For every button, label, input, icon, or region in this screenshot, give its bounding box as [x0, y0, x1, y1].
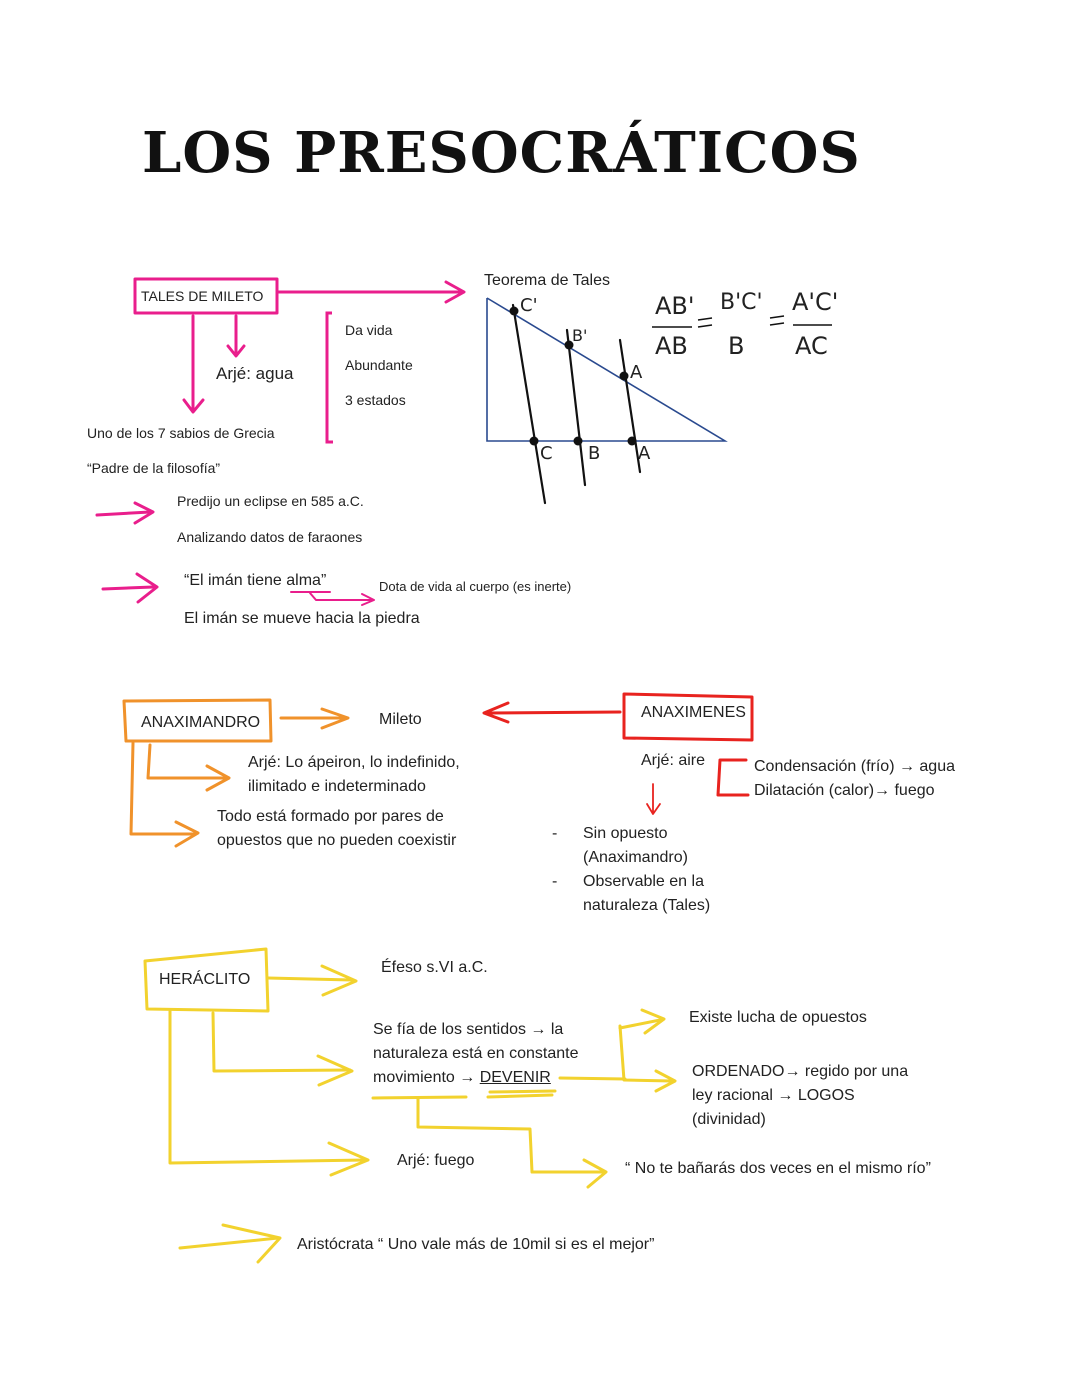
heraclito-to-sentidos-arrow — [211, 1011, 352, 1073]
tales-prop-abundante: Abundante — [345, 357, 413, 373]
tales-prop-da-vida: Da vida — [345, 322, 393, 338]
anaximenes-arje: Arjé: aire — [641, 752, 706, 769]
tales-iman: “El imán tiene alma” — [184, 572, 327, 589]
heraclito-ordenado-3: (divinidad) — [692, 1111, 766, 1128]
iman-arrow-icon — [101, 585, 155, 591]
tales-eclipse: Predijo un eclipse en 585 a.C. — [177, 493, 364, 509]
heraclito-to-arje-arrow — [168, 1009, 367, 1165]
branch-to-lucha-arrow — [618, 1018, 662, 1030]
aristocrata-arrow-icon — [178, 1236, 280, 1250]
anaximenes-dilatacion: Dilatación (calor)→ fuego — [754, 782, 935, 799]
heraclito-rio: “ No te bañarás dos veces en el mismo rí… — [625, 1160, 931, 1177]
anaximenes-condensacion: Condensación (frío) → agua — [754, 758, 955, 775]
formula-n1: AB' — [655, 292, 695, 320]
anaximandro-pares-2: opuestos que no pueden coexistir — [217, 832, 457, 849]
anaximenes-dash-2: - — [552, 873, 558, 890]
anaximenes-name: ANAXIMENES — [641, 704, 746, 721]
alma-to-note-arrow — [309, 592, 373, 601]
tales-annotations — [95, 277, 466, 606]
formula-strokes — [652, 315, 832, 328]
tales-arje: Arjé: agua — [216, 364, 294, 383]
heraclito-box — [143, 947, 270, 1013]
anaximandro-arje-2: ilimitado e indeterminado — [248, 778, 426, 795]
anaximandro-box — [122, 698, 273, 743]
anaximenes-observable-2: naturaleza (Tales) — [583, 897, 711, 914]
tales-name: TALES DE MILETO — [141, 288, 264, 304]
anaximandro-pares-1: Todo está formado por pares de — [217, 808, 444, 825]
anaximandro-origen: Mileto — [379, 711, 422, 728]
heraclito-devenir: DEVENIR — [479, 1069, 551, 1086]
anaximandro-arje-arrow — [146, 743, 227, 780]
heraclito-to-efeso-arrow — [266, 976, 354, 982]
anaximenes-sin-opuesto-2: (Anaximandro) — [583, 849, 688, 866]
anaximenes-annotations — [482, 692, 754, 815]
heraclito-efeso: Éfeso s.VI a.C. — [381, 959, 488, 976]
anaximenes-observable-1: Observable en la — [583, 873, 704, 890]
tales-prop-estados: 3 estados — [345, 392, 406, 408]
tales-piedra: El imán se mueve hacia la piedra — [184, 610, 420, 627]
tales-triangle — [486, 297, 728, 442]
formula-d1: AB — [655, 332, 688, 360]
anaximenes-sin-opuesto-1: Sin opuesto — [583, 825, 668, 842]
heraclito-annotations — [143, 947, 677, 1264]
teorema-label: Teorema de Tales — [484, 272, 610, 289]
devenir-to-branch — [558, 1076, 627, 1081]
anaximenes-box — [622, 692, 754, 742]
point-c-bottom: C — [540, 443, 553, 464]
to-rio-arrow — [416, 1097, 606, 1174]
tales-iman-note: Dota de vida al cuerpo (es inerte) — [379, 579, 572, 594]
tales-faraones: Analizando datos de faraones — [177, 529, 363, 545]
heraclito-ordenado-2: ley racional → LOGOS — [692, 1087, 855, 1104]
heraclito-aristocrata: Aristócrata “ Uno vale más de 10mil si e… — [297, 1236, 655, 1253]
anaximandro-name: ANAXIMANDRO — [141, 714, 261, 731]
anaximenes-dash-1: - — [552, 825, 558, 842]
point-c-prime: C' — [520, 295, 538, 316]
point-b-bottom: B — [588, 443, 601, 464]
tales-box — [133, 277, 279, 315]
heraclito-sentidos-3: movimiento → DEVENIR — [373, 1069, 551, 1087]
branch-to-ordenado-arrow — [618, 1024, 674, 1083]
point-a-top: A — [630, 362, 643, 383]
formula-n3: A'C' — [792, 288, 839, 316]
heraclito-name: HERÁCLITO — [159, 971, 251, 988]
tales-parallels — [511, 303, 642, 505]
tales-points — [509, 306, 637, 446]
formula-n2: B'C' — [720, 290, 763, 315]
page-title: LOS PRESOCRÁTICOS — [142, 120, 861, 186]
anaximandro-arje-1: Arjé: Lo ápeiron, lo indefinido, — [248, 754, 460, 771]
heraclito-lucha: Existe lucha de opuestos — [689, 1009, 867, 1026]
tales-padre: “Padre de la filosofía” — [87, 460, 221, 476]
point-a-bottom: A — [638, 443, 651, 464]
devenir-underline — [486, 1089, 557, 1099]
heraclito-ordenado-1: ORDENADO→ regido por una — [692, 1063, 909, 1080]
water-props-bracket — [325, 311, 333, 444]
point-b-prime: B' — [572, 326, 588, 345]
eclipse-arrow-icon — [95, 510, 152, 517]
anaximandro-annotations — [122, 698, 350, 848]
heraclito-movimiento: movimiento → — [373, 1069, 480, 1086]
formula-d3: AC — [795, 332, 828, 360]
anaximenes-to-mileto-arrow — [486, 710, 622, 715]
heraclito-arje: Arjé: fuego — [397, 1152, 475, 1169]
movimiento-underline — [371, 1095, 468, 1100]
formula-d2: B — [728, 332, 745, 360]
heraclito-sentidos-2: naturaleza está en constante — [373, 1045, 579, 1062]
tales-sabio: Uno de los 7 sabios de Grecia — [87, 425, 275, 441]
heraclito-sentidos-1: Se fía de los sentidos → la — [373, 1021, 564, 1038]
anaximandro-pares-arrow — [129, 741, 197, 836]
anaximenes-bracket — [716, 758, 750, 797]
